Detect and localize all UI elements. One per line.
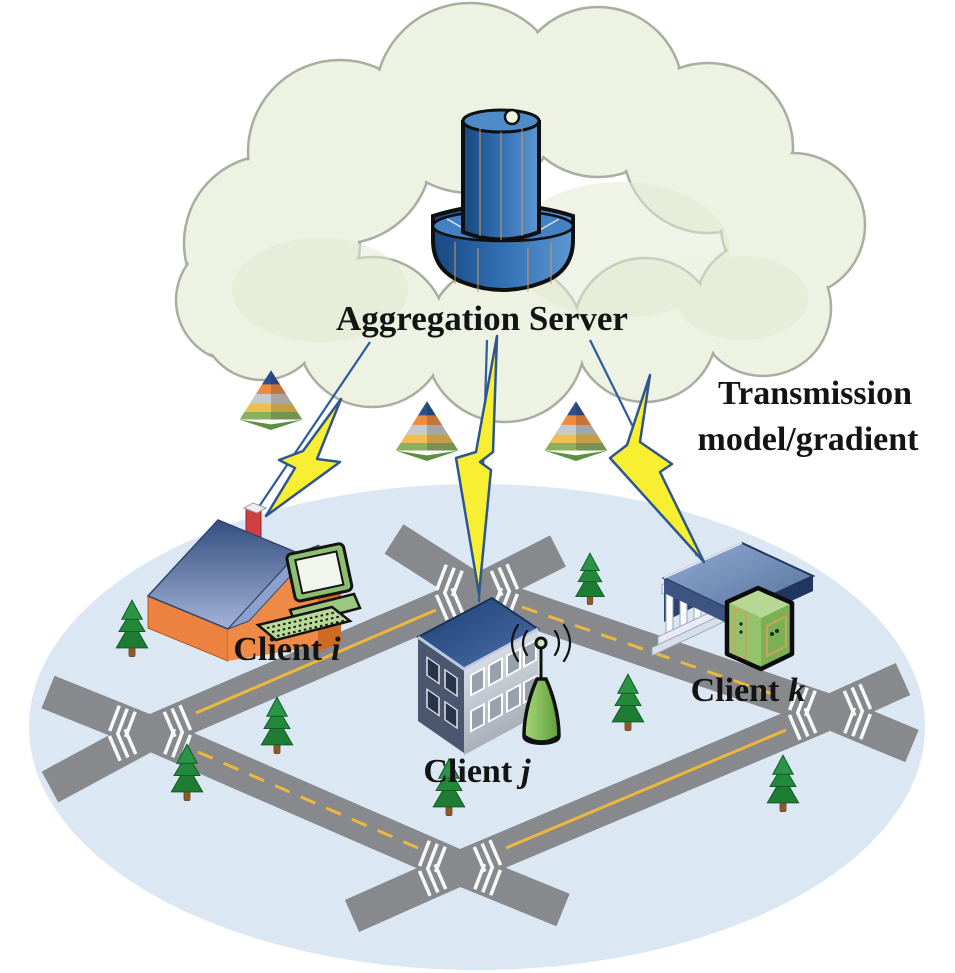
road-se-1	[41, 675, 570, 927]
client-i-word: Client	[233, 631, 322, 668]
client-j-word: Client	[423, 753, 512, 790]
computer-icon	[255, 542, 362, 642]
aggregation-server-label: Aggregation Server	[336, 299, 628, 338]
transmission-line1: Transmission	[718, 375, 912, 412]
client-k-letter: k	[788, 672, 805, 709]
lightning-bolt-icon	[608, 373, 706, 564]
lightning-bolt-icon	[264, 397, 343, 518]
office-building-with-antenna-icon	[416, 596, 572, 755]
radio-waves-icon	[510, 623, 572, 663]
server-tower-icon	[431, 108, 575, 292]
road-center-lines	[195, 605, 787, 850]
lightning-bolt-icon	[454, 334, 499, 596]
cloud	[174, 1, 867, 424]
lightning-links	[264, 334, 706, 596]
house-with-computer-icon	[146, 502, 362, 662]
client-k-word: Client	[691, 672, 780, 709]
chimney	[242, 502, 268, 539]
antenna-icon	[510, 623, 572, 745]
connection-line-client-i	[253, 341, 371, 515]
safe-icon	[724, 585, 795, 672]
transmission-label: Transmission model/gradient	[698, 375, 920, 458]
transmission-line2: model/gradient	[698, 421, 920, 458]
bank-with-safe-icon	[651, 541, 816, 672]
crosswalk-stripes	[105, 562, 875, 898]
tower-notch	[503, 108, 521, 126]
client-i-letter: i	[331, 631, 341, 668]
